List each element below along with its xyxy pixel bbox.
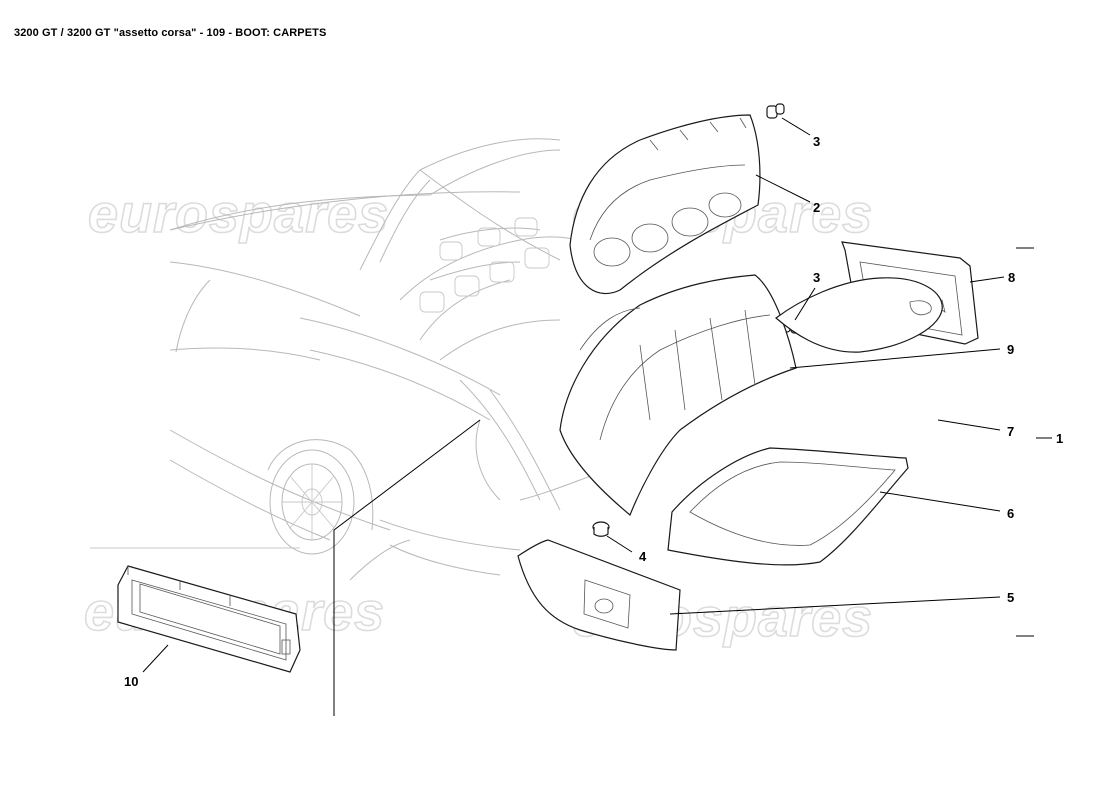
callout-10: 10 xyxy=(124,674,138,689)
leader-line xyxy=(142,644,169,673)
leader-line xyxy=(879,491,1001,512)
part-6-floor-tray xyxy=(667,447,909,566)
part-3-clip-top xyxy=(766,103,785,119)
callout-3-middle: 3 xyxy=(813,270,820,285)
leader-line xyxy=(969,276,1005,283)
callout-9: 9 xyxy=(1007,342,1014,357)
leader-lines xyxy=(142,117,1052,673)
page-title: 3200 GT / 3200 GT "assetto corsa" - 109 … xyxy=(14,27,327,39)
callout-3-top: 3 xyxy=(813,134,820,149)
watermark-group: eurospares eurospares eurospares eurospa… xyxy=(83,183,873,649)
part-5-side-trim xyxy=(517,539,681,651)
part-10-frame xyxy=(117,565,301,673)
leader-line xyxy=(794,287,816,321)
leader-line xyxy=(606,535,633,553)
callout-6: 6 xyxy=(1007,506,1014,521)
callout-7: 7 xyxy=(1007,424,1014,439)
leader-line xyxy=(789,348,1001,369)
part-4-plug xyxy=(592,521,610,537)
leader-line xyxy=(669,596,1001,615)
part-2-boot-lid-lining xyxy=(569,114,761,295)
callout-2: 2 xyxy=(813,200,820,215)
leader-line xyxy=(937,419,1001,431)
guide-line xyxy=(333,419,481,716)
leader-line xyxy=(781,117,811,136)
callout-8: 8 xyxy=(1008,270,1015,285)
callout-5: 5 xyxy=(1007,590,1014,605)
watermark-text: eurospares xyxy=(88,184,389,244)
callout-labels: 1 2 3 3 4 5 6 7 8 9 10 xyxy=(124,134,1063,689)
part-7-spare-wheel-cover xyxy=(775,277,943,353)
leader-line xyxy=(755,174,811,203)
callout-4: 4 xyxy=(639,549,647,564)
callout-1: 1 xyxy=(1056,431,1063,446)
